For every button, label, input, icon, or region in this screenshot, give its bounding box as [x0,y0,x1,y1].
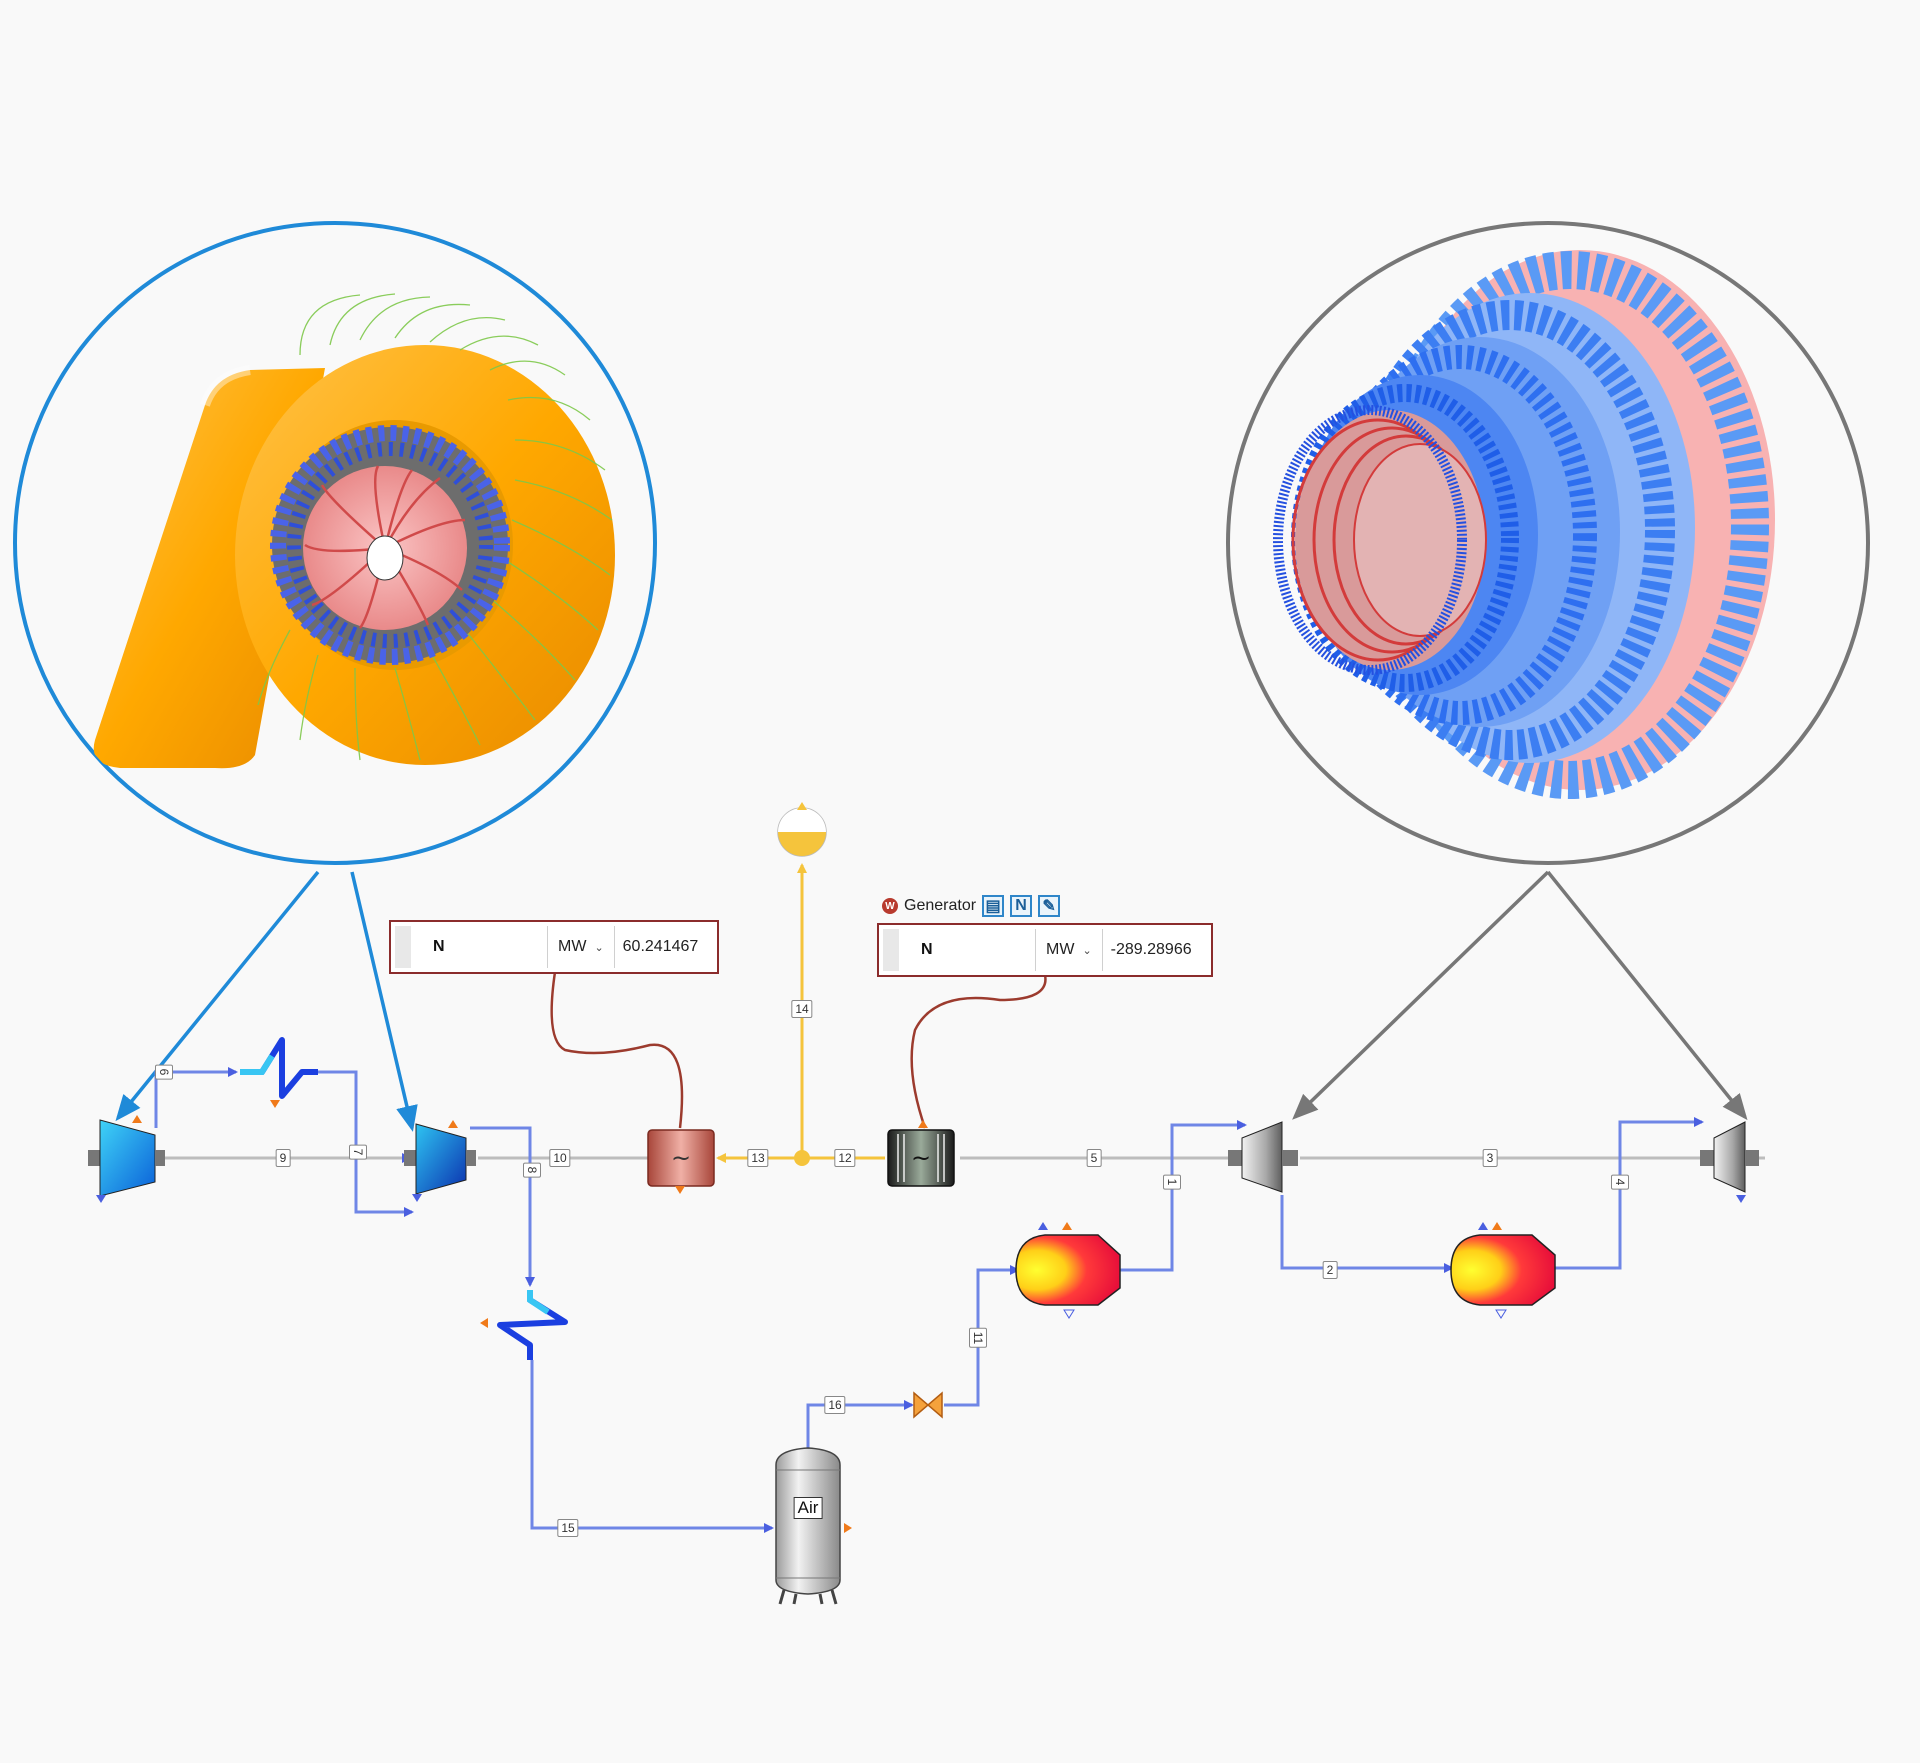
stream-tag[interactable]: 6 [155,1064,173,1080]
stream-tag[interactable]: 8 [523,1162,541,1178]
heat-exchanger-icon [240,1037,318,1108]
power-grid-icon [777,802,827,857]
generator-icon[interactable]: ~ [887,1120,955,1187]
callout-arrows [115,870,1748,1132]
turbine-icon[interactable] [1228,1121,1298,1193]
generator-label: Generator [904,897,977,914]
air-storage-tank-icon [775,1447,852,1605]
turbine-3d-callout [1226,221,1870,865]
stream-tag[interactable]: 16 [824,1396,846,1414]
power-value[interactable]: 60.241467 [622,938,699,955]
chevron-down-icon: ⌄ [594,941,604,954]
tree-view-icon[interactable]: ▤ [982,895,1005,917]
unit-dropdown[interactable]: MW ⌄ [547,926,615,968]
variable-n-button[interactable]: N [1010,895,1033,917]
signal-lines [550,971,1047,1129]
stream-tag[interactable]: 13 [747,1149,769,1167]
power-variable-name: N [395,926,547,968]
stream-tag[interactable]: 2 [1322,1261,1338,1279]
callout-arrow-compressor-1 [115,870,320,1122]
stream-tag[interactable]: 3 [1482,1149,1498,1167]
stream-tag[interactable]: 12 [834,1149,856,1167]
callout-arrow-turbine-2 [1546,870,1748,1121]
stream-tag[interactable]: 1 [1163,1174,1181,1190]
edit-icon[interactable]: ✎ [1038,895,1061,917]
chevron-down-icon: ⌄ [1082,944,1092,957]
stream-tag[interactable]: 15 [557,1519,579,1537]
power-value[interactable]: -289.28966 [1110,941,1192,958]
generator-badge-icon: W [882,898,898,914]
unit-label: MW [1046,941,1075,958]
motor-icon[interactable]: ~ [647,1129,715,1194]
stream-tag[interactable]: 14 [791,1000,813,1018]
generator-header: W Generator ▤ N ✎ [882,895,1061,917]
turbine-icon[interactable] [1700,1121,1759,1203]
unit-dropdown[interactable]: MW ⌄ [1035,929,1103,971]
centrifugal-compressor-render [93,293,615,769]
valve-icon[interactable] [913,1391,943,1419]
svg-text:~: ~ [911,1144,931,1172]
power-junction [794,1150,810,1166]
compressor-icon[interactable] [404,1120,476,1202]
compressor-power-box[interactable]: N MW ⌄ 60.241467 [389,920,719,974]
unit-label: MW [558,938,587,955]
axial-turbine-render [1273,250,1775,799]
stream-tag[interactable]: 11 [969,1327,987,1349]
air-tank-label: Air [793,1497,823,1519]
callout-arrow-turbine-1 [1292,870,1550,1120]
combustor-icon[interactable] [1015,1222,1121,1319]
generator-power-box[interactable]: N MW ⌄ -289.28966 [877,923,1213,977]
compressor-icon[interactable] [88,1115,165,1203]
power-variable-name: N [883,929,1035,971]
callout-arrow-compressor-2 [350,871,418,1132]
stream-tag[interactable]: 7 [349,1144,367,1160]
heat-exchanger-icon [480,1290,568,1360]
stream-tag[interactable]: 4 [1611,1174,1629,1190]
svg-text:~: ~ [671,1144,691,1172]
stream-tag[interactable]: 5 [1086,1149,1102,1167]
combustor-icon[interactable] [1450,1222,1556,1319]
stream-tag[interactable]: 9 [275,1149,291,1167]
compressor-3d-callout [13,221,657,865]
stream-tag[interactable]: 10 [549,1149,571,1167]
